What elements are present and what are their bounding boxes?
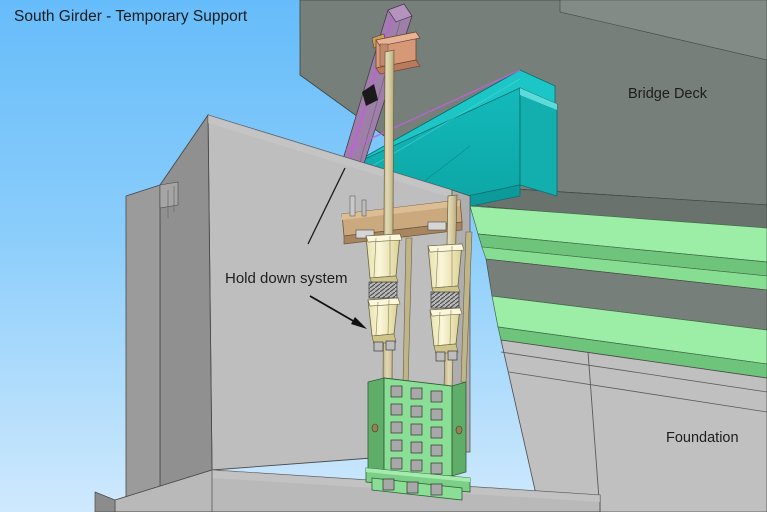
spring-assembly-right — [427, 243, 465, 362]
bridge-deck-label: Bridge Deck — [628, 86, 707, 102]
deck-soffit-band-mid — [485, 258, 767, 331]
base-bolt-row — [382, 478, 443, 496]
anchor-bracket — [365, 377, 471, 501]
spring-assembly-left — [365, 233, 403, 352]
green-beam-lower — [491, 295, 767, 379]
foundation-label: Foundation — [666, 430, 739, 446]
bolt-grid — [390, 385, 443, 475]
hold-down-system-label: Hold down system — [225, 270, 348, 287]
title-leader-line — [307, 167, 346, 245]
page-title: South Girder - Temporary Support — [14, 8, 248, 25]
green-beam-upper — [469, 205, 767, 291]
foundation-wall — [500, 339, 767, 512]
hold-down-arrow — [309, 295, 367, 329]
